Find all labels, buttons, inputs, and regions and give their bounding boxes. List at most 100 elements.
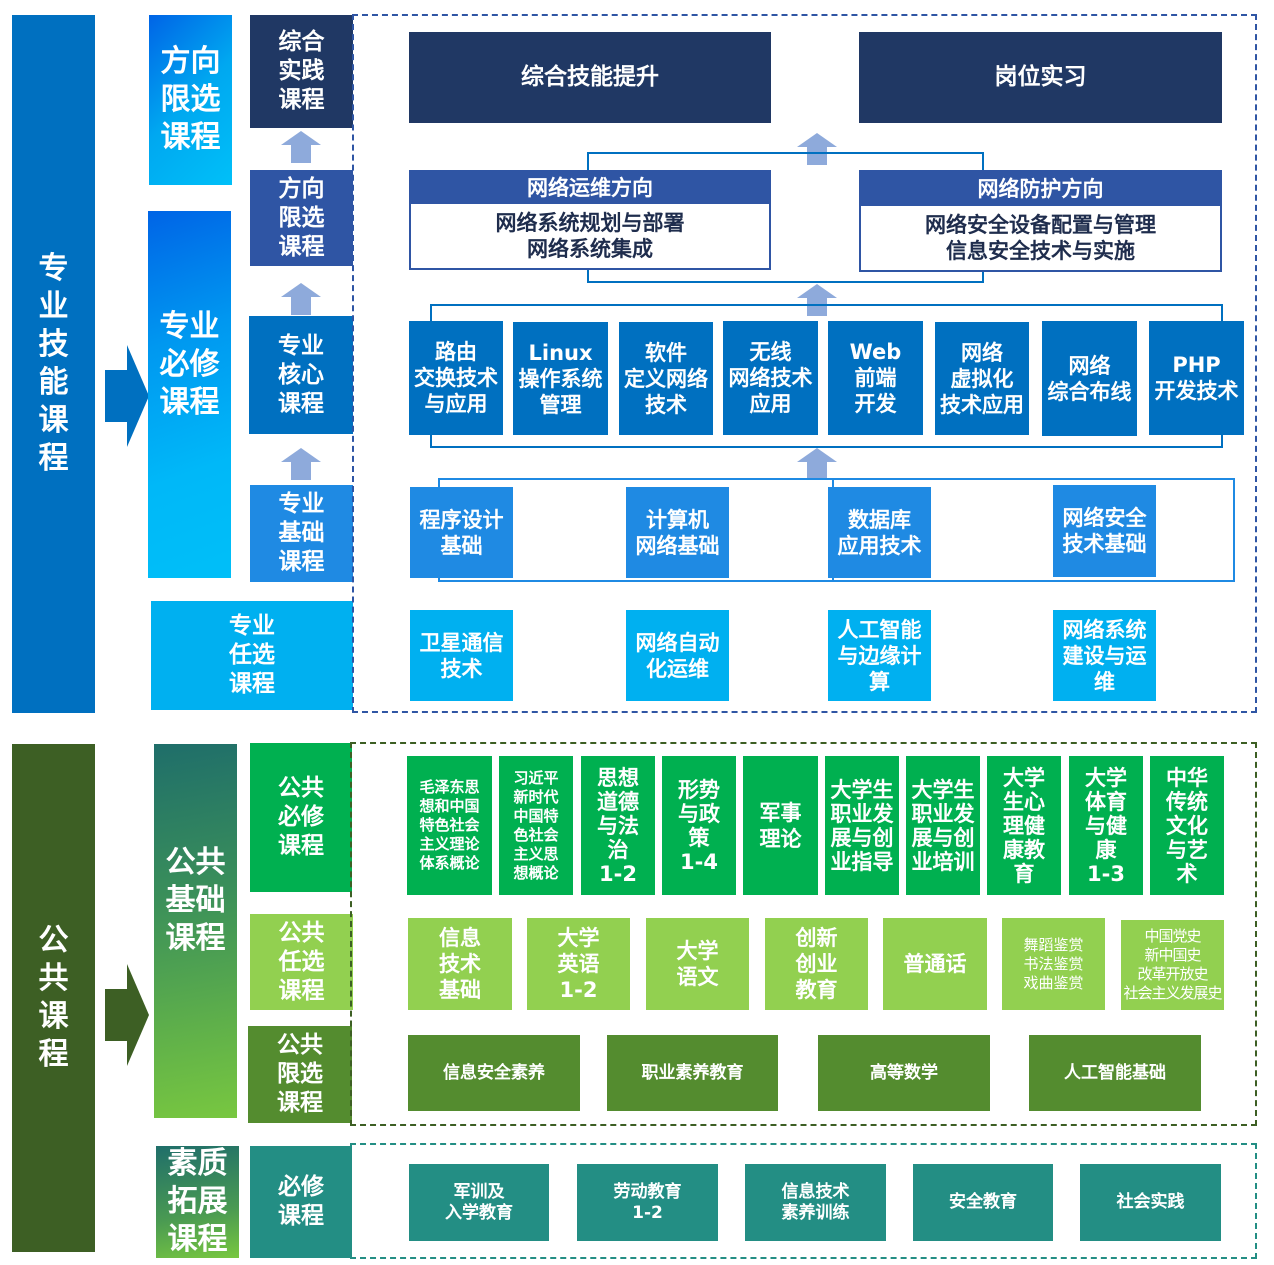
course-label: 创新 创业 教育 — [795, 926, 838, 1002]
quality-course: 社会实践 — [1080, 1164, 1221, 1241]
level-direction-limited: 方向 限选 课程 — [250, 170, 353, 266]
direction-courses: 网络安全设备配置与管理 信息安全技术与实施 — [925, 213, 1156, 263]
public-elective-course: 普通话 — [883, 918, 987, 1010]
course-label: 思想 道德 与法 治 1-2 — [597, 765, 639, 886]
course-label: 普通话 — [903, 952, 967, 976]
core-course: 无线 网络技术 应用 — [723, 321, 818, 435]
course-label: 人工智能基础 — [1064, 1062, 1166, 1083]
course-label: 综合技能提升 — [521, 64, 659, 90]
arrow-up-icon — [797, 448, 837, 480]
core-course: 网络 综合布线 — [1042, 321, 1137, 436]
course-box: 综合技能提升 — [409, 32, 771, 123]
quality-course: 军训及 入学教育 — [409, 1164, 549, 1241]
course-label: 中国党史 新中国史 改革开放史 社会主义发展史 — [1123, 927, 1222, 1002]
professional-courses-container — [352, 14, 1257, 713]
direction-title: 网络防护方向 — [861, 172, 1220, 206]
foundation-course: 数据库 应用技术 — [828, 487, 931, 578]
elective-course: 卫星通信 技术 — [410, 610, 513, 701]
course-label: 程序设计 基础 — [419, 507, 504, 558]
professional-skills-title-text: 专 业 技 能 课 程 — [38, 251, 69, 476]
connector-line — [587, 269, 984, 283]
core-course: Web 前端 开发 — [828, 321, 923, 435]
quality-course: 劳动教育 1-2 — [577, 1164, 718, 1241]
course-label: 网络安全 技术基础 — [1062, 506, 1147, 556]
level-comprehensive-practice: 综合 实践 课程 — [250, 15, 353, 128]
direction-title: 网络运维方向 — [411, 172, 769, 204]
course-label: 网络 虚拟化 技术应用 — [940, 340, 1024, 417]
course-label: 路由 交换技术 与应用 — [414, 340, 498, 416]
course-label: 大学 英语 1-2 — [557, 926, 600, 1002]
level-public-limited: 公共 限选 课程 — [248, 1026, 352, 1123]
course-label: 军训及 入学教育 — [445, 1181, 513, 1223]
course-label: 网络 综合布线 — [1047, 353, 1132, 404]
public-elective-course: 大学 语文 — [646, 918, 749, 1010]
quality-course: 安全教育 — [913, 1164, 1053, 1241]
course-label: 信息技术 素养训练 — [781, 1181, 850, 1223]
elective-course: 网络自动 化运维 — [626, 610, 729, 701]
course-box: 岗位实习 — [859, 32, 1222, 123]
public-required-course: 毛泽东思 想和中国 特色社会 主义理论 体系概论 — [407, 756, 492, 895]
professional-required-group-label: 专业 必修 课程 — [148, 211, 231, 578]
course-label: Linux 操作系统 管理 — [518, 340, 603, 417]
course-label: 大学生 职业发 展与创 业培训 — [911, 777, 975, 874]
course-label: PHP 开发技术 — [1154, 353, 1239, 403]
public-elective-course: 中国党史 新中国史 改革开放史 社会主义发展史 — [1121, 920, 1224, 1010]
foundation-course: 计算机 网络基础 — [626, 487, 729, 578]
public-courses-title-text: 公 共 课 程 — [38, 923, 69, 1072]
course-label: 舞蹈鉴赏 书法鉴赏 戏曲鉴赏 — [1023, 935, 1084, 992]
public-required-course: 大学 体育 与健 康 1-3 — [1069, 756, 1143, 895]
course-label: 数据库 应用技术 — [837, 507, 922, 558]
course-label: 安全教育 — [949, 1192, 1017, 1212]
level-elective-text: 专业 任选 课程 — [229, 613, 275, 697]
public-required-course: 大学生 职业发 展与创 业指导 — [825, 756, 899, 895]
public-elective-course: 舞蹈鉴赏 书法鉴赏 戏曲鉴赏 — [1002, 918, 1105, 1010]
arrow-up-icon — [797, 133, 837, 165]
public-required-course: 大学 生心 理健 康教 育 — [987, 756, 1061, 895]
course-label: 形势 与政 策 1-4 — [678, 777, 720, 874]
public-required-course: 习近平 新时代 中国特 色社会 主义思 想概论 — [499, 756, 573, 895]
level-public-elective: 公共 任选 课程 — [250, 914, 353, 1010]
public-required-course: 大学生 职业发 展与创 业培训 — [906, 756, 980, 895]
public-limited-course: 职业素养教育 — [607, 1035, 778, 1111]
public-required-course: 思想 道德 与法 治 1-2 — [581, 756, 655, 895]
connector-line — [587, 152, 984, 172]
level-core-text: 专业 核心 课程 — [278, 332, 324, 417]
course-label: 大学 语文 — [676, 939, 719, 989]
public-foundation-courses-container — [350, 742, 1257, 1126]
level-foundation-text: 专业 基础 课程 — [278, 491, 325, 575]
arrow-up-icon — [797, 284, 837, 316]
direction-box-ops: 网络运维方向 网络系统规划与部署 网络系统集成 — [409, 170, 771, 270]
direction-limited-group-label: 方向 限选 课程 — [149, 15, 232, 185]
direction-courses: 网络系统规划与部署 网络系统集成 — [495, 211, 685, 261]
arrow-right-icon — [105, 964, 149, 1070]
course-label: 网络系统 建设与运 维 — [1062, 617, 1147, 694]
course-label: 大学 体育 与健 康 1-3 — [1085, 765, 1127, 886]
level-professional-elective: 专业 任选 课程 — [151, 601, 353, 710]
course-label: 人工智能 与边缘计 算 — [837, 617, 922, 694]
level-public-required: 公共 必修 课程 — [250, 743, 352, 892]
core-course: Linux 操作系统 管理 — [513, 322, 608, 435]
direction-box-protection: 网络防护方向 网络安全设备配置与管理 信息安全技术与实施 — [859, 170, 1222, 272]
course-label: 信息安全素养 — [443, 1062, 545, 1083]
level-professional-foundation: 专业 基础 课程 — [250, 485, 353, 582]
arrow-up-icon — [281, 283, 321, 315]
course-label: Web 前端 开发 — [849, 340, 902, 416]
course-label: 职业素养教育 — [641, 1062, 744, 1083]
level-comprehensive-text: 综合 实践 课程 — [278, 29, 325, 113]
core-course: PHP 开发技术 — [1149, 321, 1244, 435]
level-professional-core: 专业 核心 课程 — [249, 316, 353, 434]
course-label: 计算机 网络基础 — [635, 507, 720, 558]
course-label: 无线 网络技术 应用 — [728, 340, 813, 416]
level-public-elective-text: 公共 任选 课程 — [278, 919, 325, 1004]
foundation-course: 程序设计 基础 — [410, 487, 513, 578]
public-foundation-group-text: 公共 基础 课程 — [165, 845, 226, 956]
public-limited-course: 人工智能基础 — [1029, 1035, 1201, 1111]
course-label: 习近平 新时代 中国特 色社会 主义思 想概论 — [513, 768, 559, 882]
public-elective-course: 创新 创业 教育 — [765, 918, 868, 1010]
public-required-course: 军事 理论 — [743, 756, 818, 895]
public-limited-course: 信息安全素养 — [408, 1035, 580, 1111]
course-label: 社会实践 — [1116, 1192, 1185, 1212]
level-public-required-text: 公共 必修 课程 — [278, 775, 324, 859]
level-direction-text: 方向 限选 课程 — [278, 175, 325, 260]
course-label: 软件 定义网络 技术 — [624, 340, 708, 417]
